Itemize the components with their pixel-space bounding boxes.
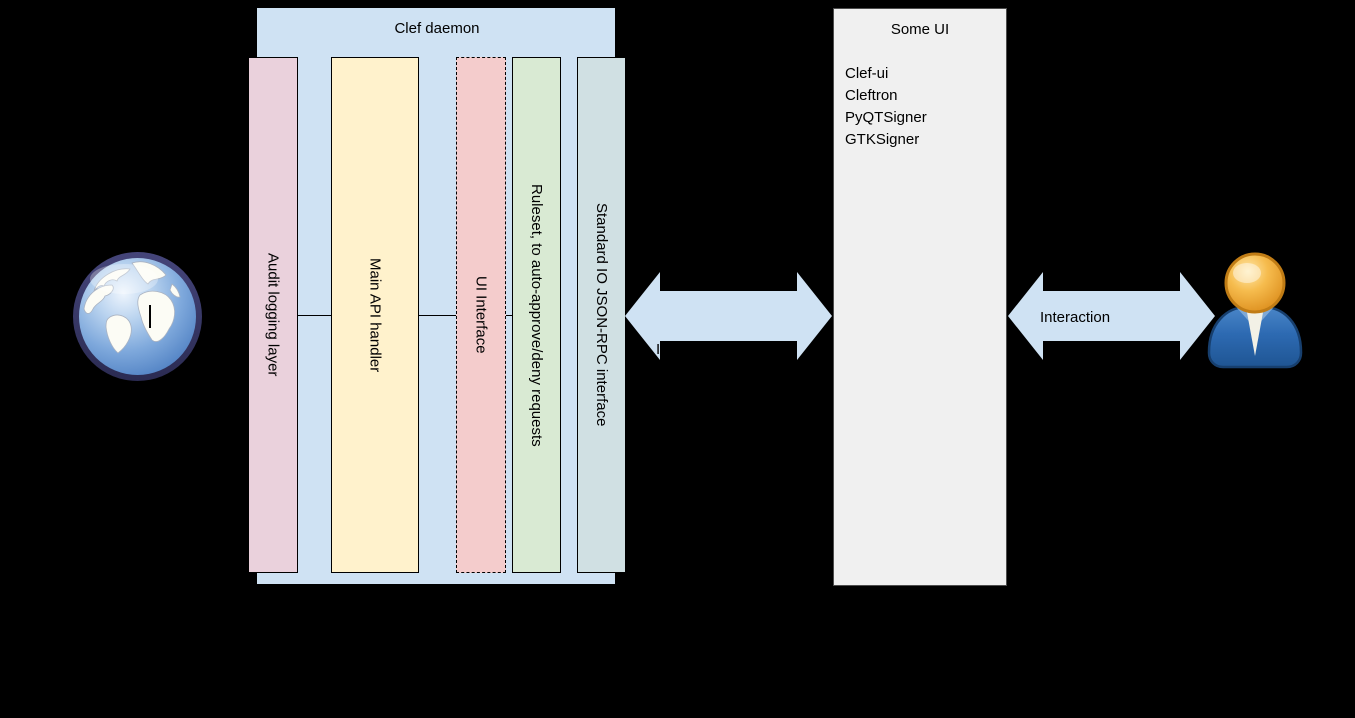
bar-ruleset: Ruleset, to auto-approve/deny requests <box>512 57 561 573</box>
some-ui-list: Clef-ui Cleftron PyQTSigner GTKSigner <box>845 63 927 151</box>
some-ui-item: Cleftron <box>845 87 898 104</box>
bar-label: Standard IO JSON-RPC interface <box>593 203 610 427</box>
arrow-stdin-stdout-label: Interaction stdin / stdout <box>656 341 762 421</box>
arrow-interaction <box>1008 272 1215 360</box>
some-ui-item: PyQTSigner <box>845 109 927 126</box>
arrow-stdin-stdout <box>625 272 832 360</box>
bar-label: Main API handler <box>366 257 384 373</box>
user-icon <box>1207 252 1303 369</box>
arrow-interaction-label: Interaction <box>1040 309 1111 326</box>
some-ui-item: GTKSigner <box>845 131 920 148</box>
globe-connector-stub <box>149 305 151 328</box>
bar-audit-logging-layer: Audit logging layer <box>248 57 298 573</box>
bar-main-api-handler: Main API handler <box>331 57 419 573</box>
some-ui-title: Some UI <box>890 21 950 38</box>
globe-icon <box>73 252 202 381</box>
bar-stdio-jsonrpc-interface: Standard IO JSON-RPC interface <box>577 57 626 573</box>
some-ui-item: Clef-ui <box>845 65 889 82</box>
clef-daemon-title: Clef daemon <box>394 20 480 37</box>
bar-ui-interface: UI Interface <box>456 57 506 573</box>
bar-label: UI Interface <box>472 276 490 354</box>
connector-audit-to-api <box>297 315 332 316</box>
bar-label: Ruleset, to auto-approve/deny requests <box>528 183 545 447</box>
clef-daemon-box <box>256 7 616 585</box>
bar-label: Audit logging layer <box>264 253 282 377</box>
some-ui-box <box>833 8 1007 586</box>
